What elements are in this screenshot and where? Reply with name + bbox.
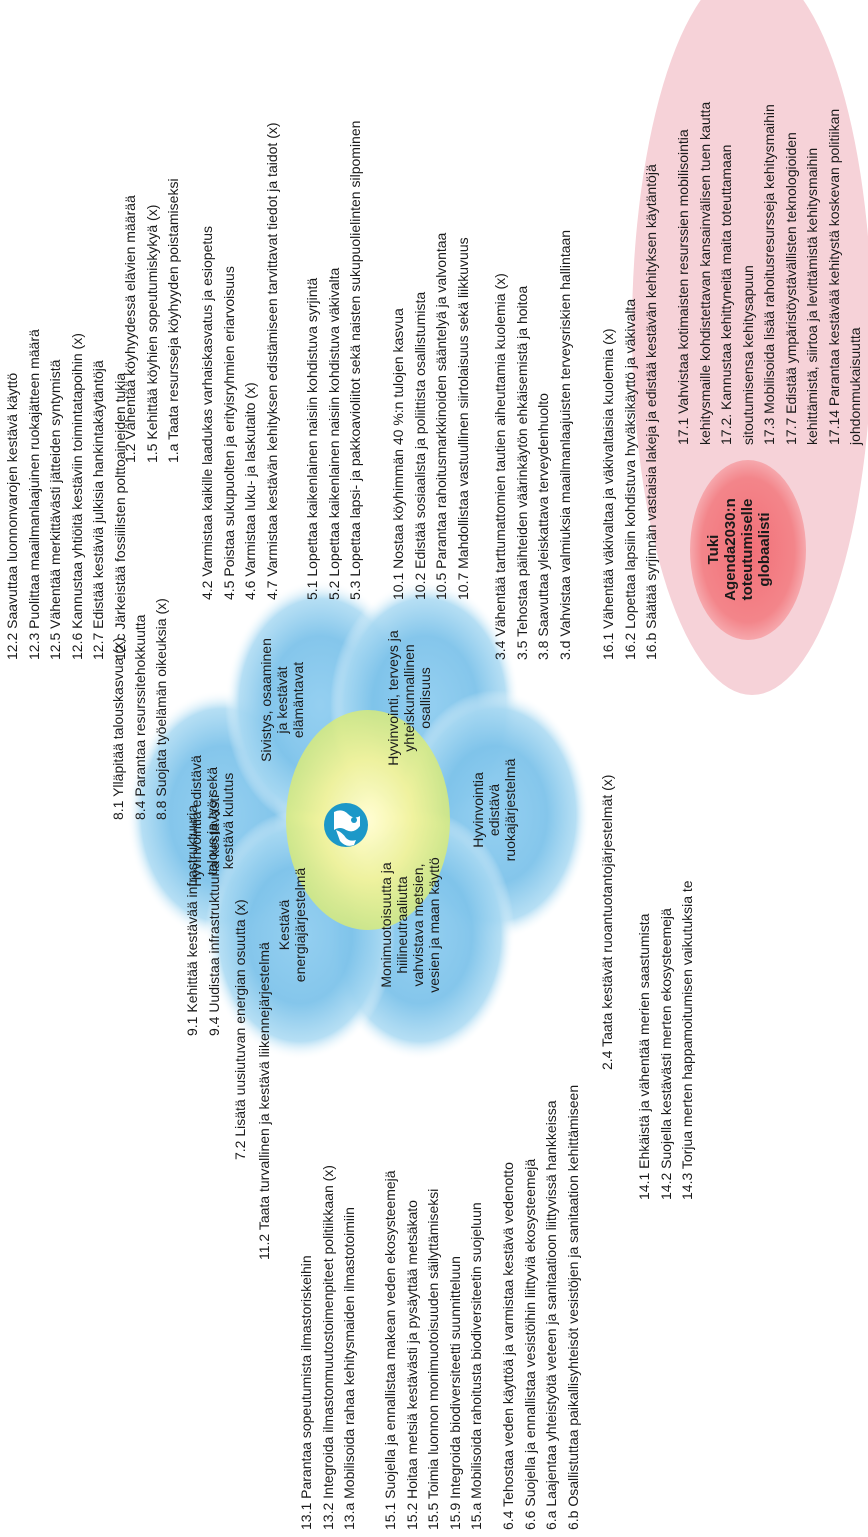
target-line: 5.2 Lopettaa kaikenlainen naisiin kohdis… (325, 267, 342, 600)
petal-label-sivistys: Sivistys, osaaminen ja kestävät elämänta… (258, 638, 306, 762)
target-line: 9.4 Uudistaa infrastruktuuria kestävästi (205, 794, 222, 1036)
target-line: 15.1 Suojella ja ennallistaa makean vede… (382, 1170, 398, 1530)
target-line: 6.4 Tehostaa veden käyttöä ja varmistaa … (500, 1162, 516, 1530)
target-line: 16.b Säätää syrjinnän vastaisia lakeja j… (643, 164, 659, 660)
target-line: 10.2 Edistää sosiaalista ja poliittista … (411, 291, 428, 600)
target-line: 5.3 Lopettaa lapsi- ja pakkoavioliitot s… (347, 120, 363, 600)
target-line: 15.9 Integroida biodiversiteetti suunnit… (446, 1256, 463, 1530)
hands-globe-icon (324, 803, 368, 847)
tuki-background (632, 0, 868, 695)
target-line: 4.6 Varmistaa luku- ja laskutaito (x) (242, 382, 258, 600)
target-line: kehittämistä, siirtoa ja levittämistä ke… (804, 147, 820, 445)
goal-2-targets: 2.4 Taata kestävät ruoantuotantojärjeste… (597, 775, 619, 1070)
goal-15-targets: 15.1 Suojella ja ennallistaa makean vede… (380, 1170, 488, 1530)
target-line: 15.2 Hoitaa metsiä kestävästi ja pysäytt… (403, 1200, 420, 1530)
target-line: 17.7 Edistää ympäristöystävällisten tekn… (782, 132, 799, 445)
target-line: 12.7 Edistää kestäviä julkisia hankintak… (90, 360, 106, 660)
goal-11-targets: 11.2 Taata turvallinen ja kestävä liiken… (254, 942, 276, 1260)
target-line: 13.a Mobilisoida rahaa kehitysmaiden ilm… (341, 1207, 357, 1530)
target-line: 8.1 Ylläpitää talouskasvua (x) (110, 637, 126, 820)
target-line: 8.8 Suojata työelämän oikeuksia (x) (153, 598, 169, 820)
target-line: 17.2. Kannustaa kehittyneitä maita toteu… (718, 144, 734, 445)
tuki-title: Tuki Agenda2030:n toteutumiselle globaal… (705, 498, 773, 601)
petal-label-ruoka: Hyvinvointia edistävä ruokajärjestelmä (470, 758, 518, 862)
target-line: 2.4 Taata kestävät ruoantuotantojärjeste… (599, 774, 615, 1070)
target-line: 8.4 Parantaa resurssitehokkuutta (131, 614, 148, 820)
target-line: 14.3 Torjua merten happamoitumisen vaiku… (679, 880, 695, 1200)
target-line: 9.1 Kehittää kestävää infrastruktuuria (184, 804, 200, 1036)
target-line: 12.5 Vähentää merkittävästi jätteiden sy… (47, 359, 63, 660)
tuki-circle (690, 460, 806, 640)
target-line: 4.5 Poistaa sukupuolten ja erityisryhmie… (220, 266, 237, 600)
goal-4-targets: 4.2 Varmistaa kaikille laadukas varhaisk… (197, 122, 283, 600)
target-line: 1.a Taata resursseja köyhyyden poistamis… (165, 178, 181, 463)
target-line: 15.a Mobilisoida rahoitusta biodiversite… (468, 1202, 484, 1530)
target-line: 3.5 Tehostaa päihteiden väärinkäytön ehk… (513, 285, 530, 660)
target-line: 12.3 Puolittaa maailmanlaajuinen ruokajä… (25, 329, 42, 660)
goal-6-targets: 6.4 Tehostaa veden käyttöä ja varmistaa … (498, 1085, 584, 1530)
target-line: 3.d Vahvistaa valmiuksia maailmanlaajuis… (556, 229, 573, 660)
target-line: 17.3 Mobilisoida lisää rahoitusresurssej… (761, 104, 777, 445)
target-line: 4.2 Varmistaa kaikille laadukas varhaisk… (199, 225, 215, 600)
goal-14-targets: 14.1 Ehkäistä ja vähentää merien saastum… (634, 880, 699, 1200)
goal-1-targets: 1.2 Vähentää köyhyydessä elävien määrää 1… (120, 178, 185, 463)
target-line: 10.5 Parantaa rahoitusmarkkinoiden säänt… (433, 232, 449, 600)
target-line: 17.1 Vahvistaa kotimaisten resurssien mo… (675, 129, 691, 445)
goal-16-targets: 16.1 Vähentää väkivaltaa ja väkivaltaisi… (598, 164, 663, 660)
target-line: 14.1 Ehkäistä ja vähentää merien saastum… (636, 913, 652, 1200)
target-line: 14.2 Suojella kestävästi merten ekosyste… (657, 908, 674, 1200)
target-line: 12.2 Saavuttaa luonnonvarojen kestävä kä… (4, 372, 20, 660)
target-line: 15.5 Toimia luonnon monimuotoisuuden säi… (425, 1188, 441, 1530)
target-line: 6.6 Suojella ja ennallistaa vesistöihin … (521, 1158, 538, 1530)
petal-label-hyvinvointi: Hyvinvointi, terveys ja yhteiskunnalline… (385, 630, 433, 766)
target-line: 11.2 Taata turvallinen ja kestävä liiken… (256, 942, 272, 1260)
goal-7-targets: 7.2 Lisätä uusiutuvan energian osuutta (… (230, 899, 252, 1160)
target-line: kehitysmaille kohdistettavan kansainväli… (696, 101, 713, 445)
target-line: 3.4 Vähentää tarttumattomien tautien aih… (492, 273, 508, 660)
center-circle (286, 710, 450, 930)
goal-13-targets: 13.1 Parantaa sopeutumista ilmastoriskei… (296, 1165, 361, 1530)
target-line: 13.1 Parantaa sopeutumista ilmastoriskei… (298, 1255, 314, 1530)
petal-label-metsat: Monimuotoisuutta ja hiilineutraaliutta v… (378, 857, 442, 993)
target-line: 16.2 Lopettaa lapsiin kohdistuva hyväksi… (621, 298, 638, 660)
target-line: 10.1 Nostaa köyhimmän 40 %:n tulojen kas… (390, 308, 406, 600)
target-line: 4.7 Varmistaa kestävän kehityksen edistä… (263, 122, 280, 600)
target-line: 10.7 Mahdollistaa vastuullinen siirtolai… (454, 237, 471, 600)
target-line: sitoutumisensa kehitysapuun (739, 265, 756, 445)
target-line: 12.6 Kannustaa yhtiöitä kestäviin toimin… (68, 333, 85, 660)
goal-5-targets: 5.1 Lopettaa kaikenlainen naisiin kohdis… (302, 121, 367, 600)
petal-label-energia: Kestävä energiajärjestelmä (276, 867, 308, 983)
target-line: 6.b Osallistuttaa paikallisyhteisöt vesi… (564, 1084, 581, 1530)
target-line: 7.2 Lisätä uusiutuvan energian osuutta (… (232, 899, 248, 1160)
target-line: 6.a Laajentaa yhteistyötä veteen ja sani… (543, 1100, 559, 1530)
goal-10-targets: 10.1 Nostaa köyhimmän 40 %:n tulojen kas… (388, 233, 474, 600)
target-line: 13.2 Integroida ilmastonmuutostoimenpite… (319, 1165, 336, 1530)
goal-3-targets: 3.4 Vähentää tarttumattomien tautien aih… (490, 230, 576, 660)
target-line: 3.8 Saavuttaa yleiskattava terveydenhuol… (535, 393, 551, 660)
goal-9-targets: 9.1 Kehittää kestävää infrastruktuuria 9.… (182, 795, 225, 1036)
target-line: 1.2 Vähentää köyhyydessä elävien määrää (122, 195, 138, 463)
target-line: johdonmukaisuutta (847, 327, 863, 445)
target-line: 5.1 Lopettaa kaikenlainen naisiin kohdis… (304, 277, 320, 600)
target-line: 16.1 Vähentää väkivaltaa ja väkivaltaisi… (600, 328, 616, 660)
goal-8-targets: 8.1 Ylläpitää talouskasvua (x) 8.4 Parant… (108, 598, 173, 820)
target-line: 1.5 Kehittää köyhien sopeutumiskykyä (x) (143, 204, 160, 463)
target-line: 17.14 Parantaa kestävää kehitystä koskev… (825, 108, 842, 445)
goal-17-targets: 17.1 Vahvistaa kotimaisten resurssien mo… (673, 102, 867, 445)
